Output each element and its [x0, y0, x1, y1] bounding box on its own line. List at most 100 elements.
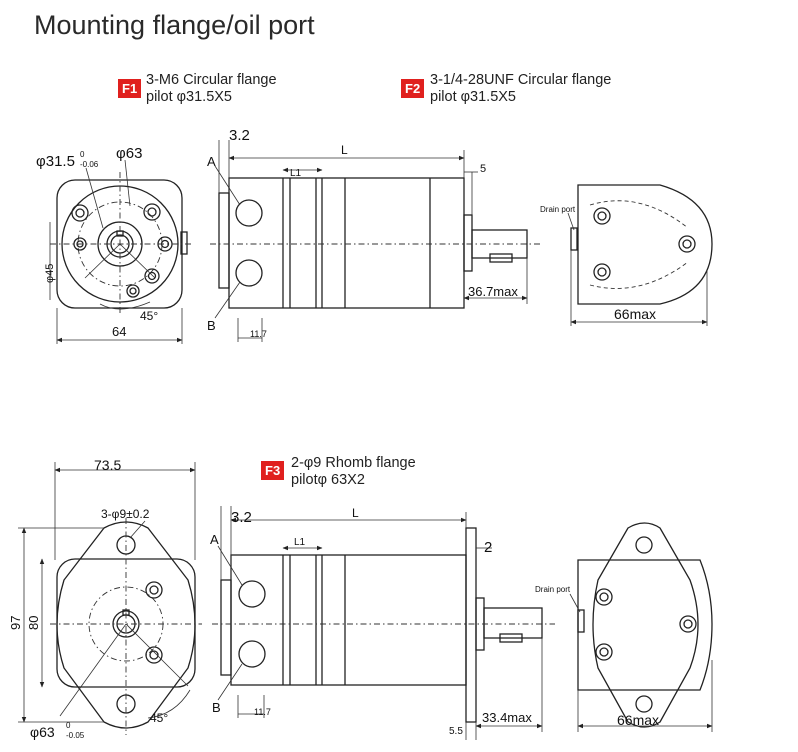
f3-front-view: 73.5 3-φ9±0.2 97 80 φ63 0 -0.05 45° [8, 457, 202, 740]
f1-width-label: 64 [112, 324, 126, 339]
bottom-rhomb-flange-side [465, 527, 477, 723]
bottom-rear-bolt-inner [683, 619, 693, 629]
top-rear-bolt-inner [597, 267, 607, 277]
top-port-spacing-label: 11.7 [250, 329, 267, 339]
top-side-view: 3.2 L L1 5 A B 11.7 36.7max [207, 127, 540, 342]
f1-bolt-hole [144, 268, 160, 284]
f3-height80-label: 80 [26, 616, 41, 630]
top-rear-bolt-inner [682, 239, 692, 249]
f3-height97-label: 97 [8, 616, 23, 630]
f2-badge: F2 [401, 79, 425, 98]
bottom-drain-leader [569, 593, 581, 613]
top-rear-outline [577, 184, 713, 305]
top-port-a-label: A [207, 154, 216, 169]
bottom-shaft-key [499, 633, 523, 643]
top-motor-body [228, 177, 465, 309]
bottom-rear-view: Drain port 66max [535, 522, 713, 732]
f1-angle-label: 45° [140, 309, 158, 323]
f3-inner-bolt [145, 581, 163, 599]
bottom-rear-bolt [595, 588, 613, 606]
bottom-length-label: L [352, 506, 359, 520]
f1-pilot-leader [85, 167, 104, 229]
top-drain-leader [567, 212, 575, 231]
top-gap-label: 5 [480, 163, 486, 175]
top-l1-label: L1 [290, 168, 302, 179]
f1-pilot-tol-low: -0.06 [80, 160, 99, 169]
top-port-a [235, 199, 263, 227]
bottom-gap-label: 2 [484, 539, 492, 556]
f3-inner-bolt-inner [149, 585, 159, 595]
f3-width-label: 73.5 [94, 457, 121, 473]
f3-pilot-dia-label: φ63 [30, 724, 55, 740]
top-rear-view: Drain port 66max [540, 184, 713, 326]
top-rear-bolt [593, 207, 611, 225]
top-rear-bolt [678, 235, 696, 253]
f1-bolt-hole-inner [147, 207, 157, 217]
bottom-shaft [483, 607, 543, 639]
top-port-b-leader [214, 281, 241, 319]
top-rear-bolt [593, 263, 611, 281]
f3-angle-arc [147, 689, 191, 719]
bottom-port-a-label: A [210, 532, 219, 547]
f3-angle-line [125, 623, 189, 687]
top-port-b [235, 259, 263, 287]
top-flange-plate [218, 192, 230, 289]
f3-angle-label: 45° [150, 711, 168, 725]
top-port-b-label: B [207, 318, 216, 333]
f1-bolt-hole [126, 284, 140, 298]
f1-bolt-hole-inner [147, 271, 157, 281]
bottom-rear-plate [220, 579, 232, 676]
f1-pilot-tol-up: 0 [80, 150, 85, 159]
f3-label: 2-φ9 Rhomb flange pilotφ 63X2 [291, 455, 416, 489]
top-rear-arc [589, 261, 689, 289]
f1-pilot-dia-label: φ31.5 [36, 153, 75, 170]
bottom-port-a [238, 580, 266, 608]
f1-label: 3-M6 Circular flange pilot φ31.5X5 [146, 72, 277, 106]
f1-bolt-hole [143, 203, 161, 221]
top-pilot-ring [463, 214, 473, 272]
f3-pilot-leader [59, 623, 127, 717]
bottom-drain-plug [577, 609, 585, 633]
bottom-rear-bolt-inner [599, 647, 609, 657]
bottom-rear-rhomb [592, 522, 699, 728]
f2-line2: pilot φ31.5X5 [430, 89, 516, 105]
f1-badge: F1 [118, 79, 142, 98]
bottom-port-spacing-label: 11.7 [254, 707, 271, 717]
f1-bolt-leader [124, 159, 131, 207]
bottom-port-b [238, 640, 266, 668]
bottom-rear-bolt-inner [599, 592, 609, 602]
f2-label: 3-1/4-28UNF Circular flange pilot φ31.5X… [430, 72, 611, 106]
f1-side-plug [180, 231, 188, 255]
bottom-rear-width-label: 66max [617, 712, 659, 728]
top-rear-arc [589, 200, 689, 229]
f1-bolt-circle-label: φ63 [116, 145, 142, 162]
top-rear-bolt-inner [597, 211, 607, 221]
top-offset-label: 3.2 [229, 127, 250, 144]
f1-angle-line [119, 243, 156, 279]
bottom-l1-label: L1 [294, 537, 306, 548]
f1-angle-arc [99, 301, 151, 310]
bottom-shaft-label: 33.4max [482, 710, 532, 725]
bottom-port-a-leader [217, 545, 243, 586]
f1-bolt-hole-inner [75, 208, 85, 218]
bottom-rear-bolt [595, 643, 613, 661]
bottom-rear-body [577, 559, 713, 691]
f3-inner-bolt [145, 646, 163, 664]
f1-bolt-hole [71, 204, 89, 222]
top-rear-width-label: 66max [614, 306, 656, 322]
bottom-offset-label: 3.2 [231, 509, 252, 526]
f1-bolt-hole-inner [129, 287, 137, 295]
bottom-port-b-leader [217, 663, 243, 701]
bottom-port-b-label: B [212, 700, 221, 715]
f3-rhomb-flange [56, 521, 196, 729]
f3-line2: pilotφ 63X2 [291, 472, 365, 488]
top-drain-label: Drain port [540, 205, 576, 214]
f1-line1: 3-M6 Circular flange [146, 72, 277, 88]
f2-line1: 3-1/4-28UNF Circular flange [430, 72, 612, 88]
f3-badge: F3 [261, 461, 285, 480]
bottom-rear-bolt [679, 615, 697, 633]
top-shaft-key [489, 253, 513, 263]
bottom-flange-thk-label: 5.5 [449, 726, 463, 737]
f1-line2: pilot φ31.5X5 [146, 89, 232, 105]
